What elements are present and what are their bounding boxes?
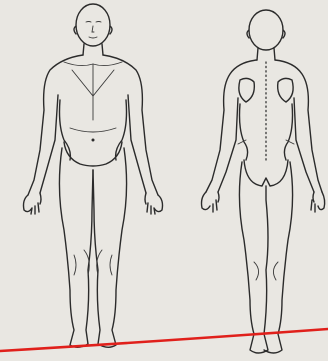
front-navel <box>92 139 95 142</box>
